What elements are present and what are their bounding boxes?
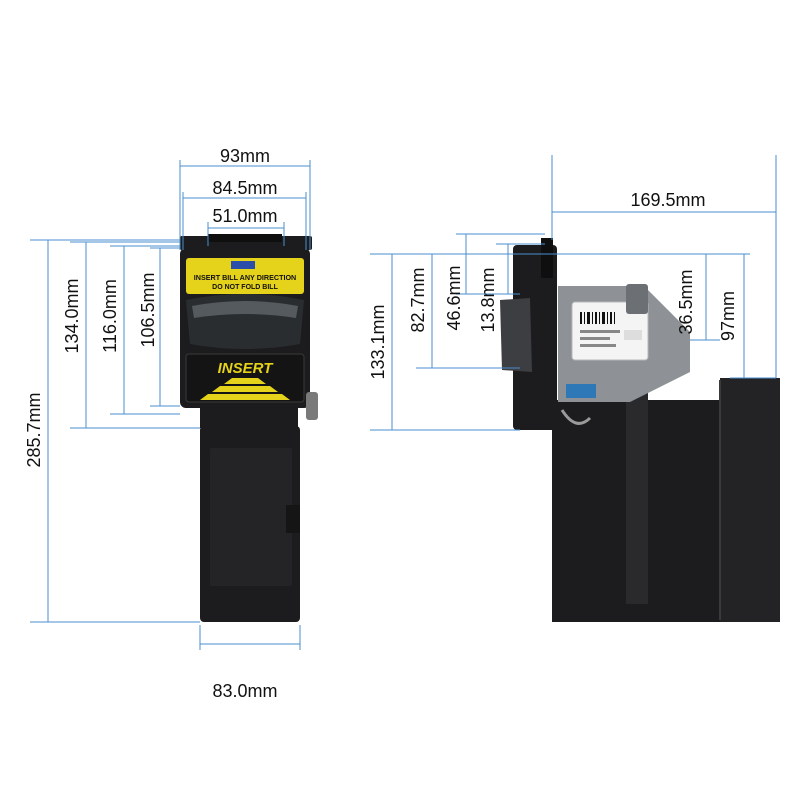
brand-logo [231, 261, 255, 269]
bill-entry-highlight [192, 301, 298, 318]
label-side-top-offset: 13.8mm [478, 267, 498, 332]
label-side-slot-offset: 46.6mm [444, 265, 464, 330]
side-bezel [513, 245, 557, 430]
label-slot-width: 51.0mm [212, 206, 277, 226]
cert-mark-icon [624, 330, 642, 340]
side-stacker-end [720, 378, 780, 622]
bezel-label [186, 258, 304, 294]
side-connector [566, 384, 596, 398]
front-view-device: INSERT BILL ANY DIRECTION DO NOT FOLD BI… [180, 234, 318, 622]
label-overall-height: 285.7mm [24, 392, 44, 467]
label-overall-width: 93mm [220, 146, 270, 166]
front-neck [200, 408, 298, 428]
side-view-device [500, 238, 780, 622]
sticker-text-line [580, 344, 616, 347]
label-bezel-width: 84.5mm [212, 178, 277, 198]
side-top-slot [541, 238, 553, 278]
dimension-labels: 93mm 84.5mm 51.0mm 83.0mm 285.7mm 134.0m… [24, 146, 738, 701]
label-stacker-width: 83.0mm [212, 681, 277, 701]
label-stacker-offset: 97mm [718, 291, 738, 341]
label-stacker-top: 36.5mm [676, 269, 696, 334]
insert-arrow-stripes [200, 378, 290, 400]
front-bill-slot [208, 234, 282, 242]
stacker-window [210, 448, 292, 586]
side-cable [560, 409, 592, 425]
label-bezel-height: 116.0mm [100, 279, 120, 353]
bezel-label-line1: INSERT BILL ANY DIRECTION [194, 273, 297, 282]
bezel-label-line2: DO NOT FOLD BILL [212, 284, 278, 291]
front-dimension-lines [30, 160, 311, 650]
sticker-text-line [580, 330, 620, 333]
stacker-latch [286, 505, 300, 533]
label-side-depth: 169.5mm [630, 190, 705, 210]
side-dimension-lines [370, 155, 777, 431]
sticker-text-line [580, 337, 610, 340]
label-head-height: 134.0mm [62, 278, 82, 353]
side-bill-entry [500, 298, 532, 372]
insert-label: INSERT [218, 360, 275, 377]
label-label-area-height: 106.5mm [138, 272, 158, 347]
label-side-mount-height: 82.7mm [408, 267, 428, 332]
label-side-head-height: 133.1mm [368, 304, 388, 379]
front-cable [306, 392, 318, 420]
side-bracket [626, 284, 648, 314]
barcode-icon [580, 312, 615, 324]
side-rail [626, 392, 648, 604]
